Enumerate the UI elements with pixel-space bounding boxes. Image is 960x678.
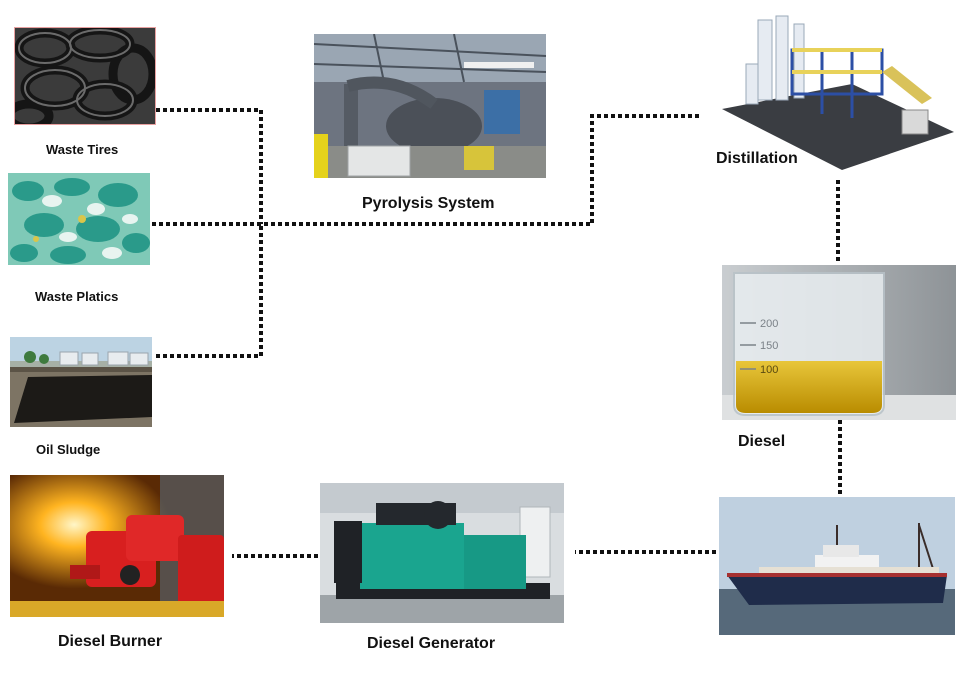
beaker-mark-100: 100 [760, 364, 778, 376]
waste-plastics-label: Waste Platics [35, 289, 119, 304]
waste-tires-label: Waste Tires [46, 142, 119, 157]
diesel-burner-label: Diesel Burner [58, 633, 163, 650]
diesel-generator-label: Diesel Generator [367, 635, 496, 652]
diesel-generator-image [320, 483, 564, 623]
diesel-burner-image [10, 475, 224, 617]
distillation-label: Distillation [716, 150, 798, 167]
connector-plastics-pyrolysis [152, 114, 700, 226]
oil-sludge-label: Oil Sludge [36, 442, 101, 457]
pyrolysis-system-image [314, 34, 546, 178]
beaker-mark-200: 200 [760, 318, 778, 330]
beaker-mark-150: 150 [760, 340, 778, 352]
waste-plastics-image [8, 173, 150, 265]
pyrolysis-system-label: Pyrolysis System [362, 195, 495, 212]
diesel-label: Diesel [738, 433, 786, 450]
diesel-beaker-image: 200 150 100 [722, 265, 956, 420]
distillation-image [722, 14, 954, 172]
connector-tires [156, 108, 263, 224]
ship-image [719, 497, 955, 635]
connector-sludge [156, 224, 263, 358]
oil-sludge-image [10, 337, 152, 427]
waste-tires-image [14, 27, 156, 125]
